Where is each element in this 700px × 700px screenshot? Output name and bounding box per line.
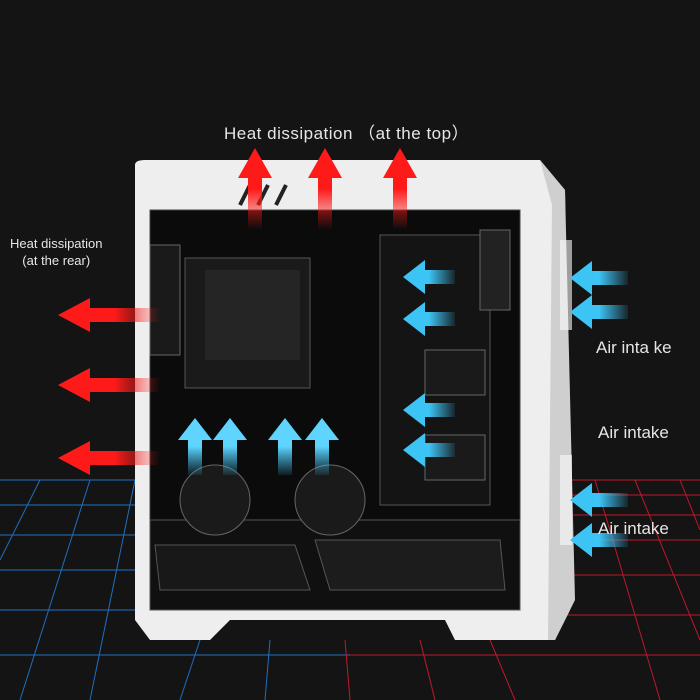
intake-arrows-bottom <box>178 418 339 475</box>
arrow-left-icon <box>570 483 628 517</box>
arrow-up-icon <box>178 418 212 475</box>
arrow-left-icon <box>403 260 455 294</box>
heat-arrows-top <box>238 148 417 230</box>
intake-arrows-front-outer <box>570 261 628 557</box>
arrow-left-icon <box>58 368 160 402</box>
arrow-up-icon <box>308 148 342 230</box>
arrow-up-icon <box>238 148 272 230</box>
air-intake-label-2: Air intake <box>598 423 669 442</box>
arrow-up-icon <box>305 418 339 475</box>
rear-fan <box>149 244 181 356</box>
bottom-fan <box>179 464 251 536</box>
rear-label-line2: (at the rear) <box>22 253 91 268</box>
arrow-left-icon <box>58 441 160 475</box>
arrow-left-icon <box>570 523 628 557</box>
arrow-left-icon <box>403 393 455 427</box>
arrow-up-icon <box>213 418 247 475</box>
arrow-left-icon <box>570 295 628 329</box>
arrow-up-icon <box>383 148 417 230</box>
intake-arrows-front-inner <box>403 260 455 467</box>
arrow-up-icon <box>268 418 302 475</box>
arrow-left-icon <box>403 302 455 336</box>
rear-label-line1: Heat dissipation <box>10 236 103 251</box>
arrow-left-icon <box>570 261 628 295</box>
heat-dissipation-top-label: Heat dissipation （at the top） <box>224 124 470 143</box>
bottom-fan <box>294 464 366 536</box>
heat-arrows-rear <box>58 298 160 475</box>
heat-dissipation-rear-label: Heat dissipation (at the rear) <box>10 235 103 269</box>
arrow-left-icon <box>403 433 455 467</box>
air-intake-label-1: Air inta ke <box>596 338 672 357</box>
floor-grid <box>0 479 700 700</box>
air-intake-label-3: Air intake <box>598 519 669 538</box>
pc-case <box>135 160 575 640</box>
arrow-left-icon <box>58 298 160 332</box>
